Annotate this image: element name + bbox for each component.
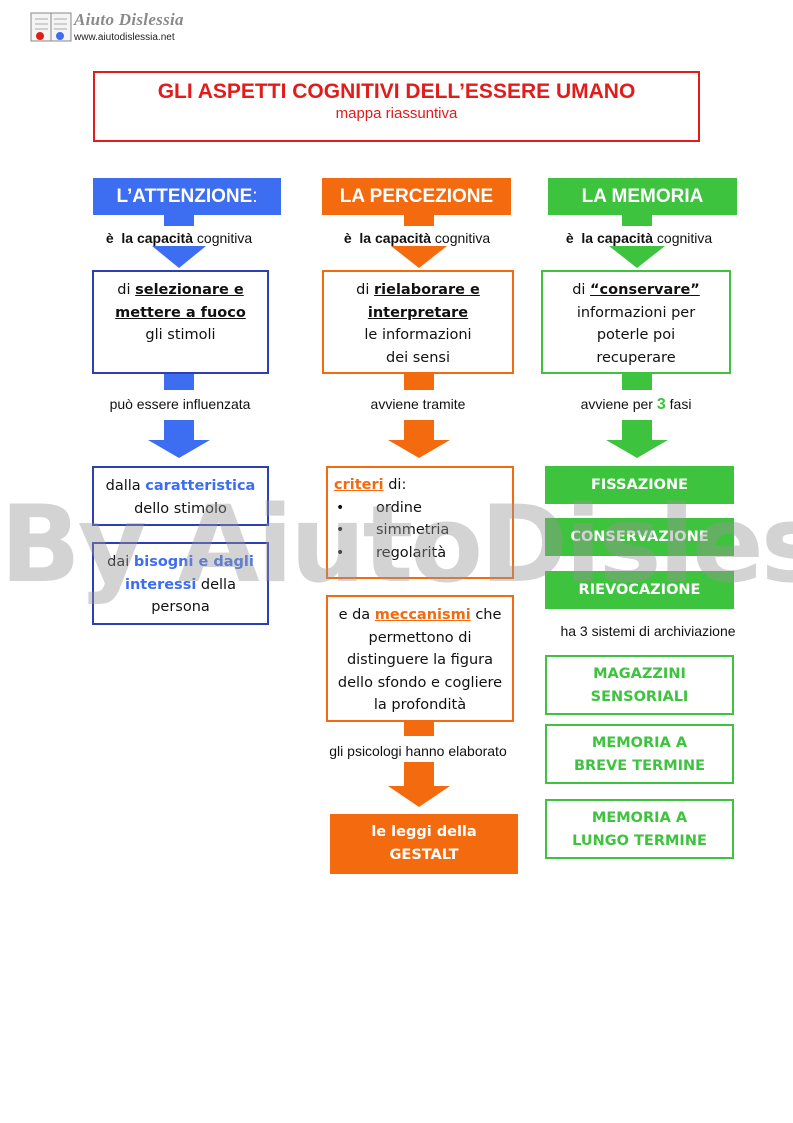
sys-lungo: MEMORIA A LUNGO TERMINE [545, 799, 734, 859]
factor-box-persona: dai bisogni e dagli interessi della pers… [92, 542, 269, 625]
arrow-attenzione [148, 215, 210, 458]
list-item: regolarità [334, 542, 512, 565]
link-percezione: avviene tramite [370, 396, 466, 412]
header-percezione: LA PERCEZIONE [322, 178, 511, 215]
sys-label: ha 3 sistemi di archiviazione [560, 623, 736, 639]
link-memoria: avviene per 3 fasi [580, 396, 692, 413]
site-logo: Aiuto Dislessia www.aiutodislessia.net [30, 10, 200, 50]
def-box-attenzione: di selezionare e mettere a fuoco gli sti… [92, 270, 269, 374]
phase-conservazione: CONSERVAZIONE [545, 518, 734, 556]
phase-fissazione: FISSAZIONE [545, 466, 734, 504]
factor-box-stimolo: dalla caratteristica dello stimolo [92, 466, 269, 526]
book-icon [30, 12, 72, 42]
header-memoria: LA MEMORIA [548, 178, 737, 215]
title-box: GLI ASPETTI COGNITIVI DELL’ESSERE UMANO … [93, 71, 700, 142]
list-item: simmetria [334, 519, 512, 542]
link-gestalt: gli psicologi hanno elaborato [329, 743, 507, 759]
cap-memoria: è la capacità cognitiva [565, 230, 713, 246]
logo-url: www.aiutodislessia.net [74, 32, 175, 43]
arrow-memoria [606, 215, 668, 458]
sys-magazzini: MAGAZZINI SENSORIALI [545, 655, 734, 715]
arrow-percezione [388, 215, 450, 807]
meccanismi-box: e da meccanismi che permettono di distin… [326, 595, 514, 722]
sys-breve: MEMORIA A BREVE TERMINE [545, 724, 734, 784]
logo-name: Aiuto Dislessia [74, 10, 184, 29]
gestalt-box: le leggi della GESTALT [330, 814, 518, 874]
cap-percezione: è la capacità cognitiva [343, 230, 491, 246]
page-title: GLI ASPETTI COGNITIVI DELL’ESSERE UMANO [157, 80, 636, 103]
link-attenzione: può essere influenzata [109, 396, 251, 412]
phase-rievocazione: RIEVOCAZIONE [545, 571, 734, 609]
page-subtitle: mappa riassuntiva [335, 105, 458, 122]
criteri-box: criteri di: ordine simmetria regolarità [326, 466, 514, 579]
cap-attenzione: è la capacità cognitiva [105, 230, 253, 246]
def-box-memoria: di “conservare” informazioni per poterle… [541, 270, 731, 374]
header-attenzione: L’ATTENZIONE: [93, 178, 281, 215]
def-box-percezione: di rielaborare e interpretare le informa… [322, 270, 514, 374]
list-item: ordine [334, 497, 512, 520]
